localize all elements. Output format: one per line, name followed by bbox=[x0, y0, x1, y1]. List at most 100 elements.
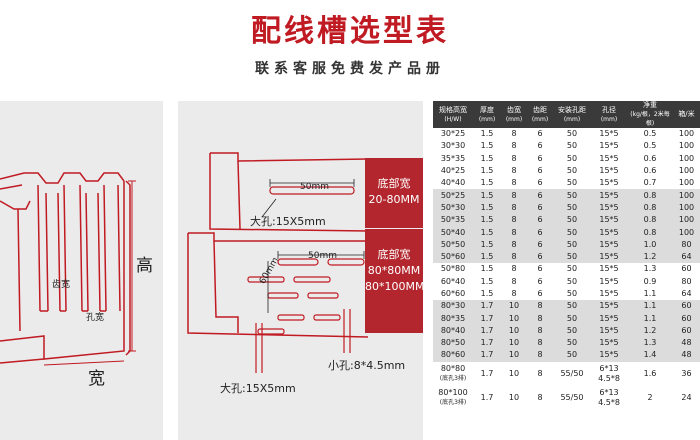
cell-mount: 50 bbox=[553, 300, 591, 313]
cell-value: 55/50 bbox=[560, 392, 584, 402]
cell-value: 1.5 bbox=[480, 264, 494, 274]
cell-tooth: 8 bbox=[501, 189, 527, 202]
cell-value: 6 bbox=[537, 289, 543, 298]
cell-value: 0.5 bbox=[643, 129, 657, 139]
cell-value: 50 bbox=[566, 215, 578, 225]
cell-value: 1.5 bbox=[480, 141, 494, 151]
cell-value: 50 bbox=[566, 153, 578, 163]
cell-value: 15*5 bbox=[599, 350, 619, 360]
page-subtitle: 联系客服免费发产品册 bbox=[255, 61, 445, 77]
cell-mount: 50 bbox=[553, 250, 591, 264]
cell-hole: 15*5 bbox=[591, 214, 627, 227]
cell-mount: 50 bbox=[553, 337, 591, 350]
cell-value: 0.6 bbox=[643, 166, 657, 176]
cell-weight: 0.9 bbox=[627, 275, 673, 288]
cell-mount: 50 bbox=[553, 275, 591, 288]
cell-value: 8 bbox=[537, 313, 543, 323]
cell-value: 100 bbox=[678, 129, 695, 139]
cell-value: 8 bbox=[511, 190, 517, 200]
cell-value: 8 bbox=[511, 276, 517, 286]
cell-value: 80*50 bbox=[440, 338, 466, 348]
bottom-width-label: 底部宽 bbox=[377, 177, 411, 190]
cell-thick: 1.5 bbox=[473, 128, 501, 141]
cell-value: 60*60 bbox=[440, 289, 466, 298]
cell-value: 100 bbox=[678, 202, 695, 212]
cell-pitch: 6 bbox=[527, 140, 553, 153]
cell-value: 15*5 bbox=[599, 227, 619, 237]
cell-mount: 50 bbox=[553, 226, 591, 239]
cell-value: 60*40 bbox=[440, 276, 466, 286]
cell-tooth: 8 bbox=[501, 238, 527, 251]
cell-spec: 60*40 bbox=[433, 275, 473, 288]
cell-value: 60 bbox=[681, 264, 692, 274]
cell-value: 1.3 bbox=[643, 264, 657, 274]
cell-spec: 50*25 bbox=[433, 189, 473, 202]
cell-value: 1.3 bbox=[643, 338, 657, 348]
cell-value: 10 bbox=[508, 350, 520, 360]
cell-box: 48 bbox=[673, 337, 700, 350]
cell-value: 1.5 bbox=[480, 190, 494, 200]
page-title: 配线槽选型表 bbox=[251, 14, 449, 49]
cell-thick: 1.5 bbox=[473, 263, 501, 276]
column-header-label: 净重 bbox=[643, 101, 657, 109]
cell-note: (底孔3排) bbox=[439, 398, 467, 406]
column-header: 规格高宽(H/W) bbox=[433, 101, 473, 128]
cell-value: 0.5 bbox=[643, 141, 657, 151]
cell-value: 1.0 bbox=[643, 239, 657, 249]
cell-value: 15*5 bbox=[599, 202, 619, 212]
cell-weight: 1.0 bbox=[627, 238, 673, 251]
cell-box: 24 bbox=[673, 385, 700, 410]
bottom-width-range-1: 20-80MM bbox=[368, 193, 420, 206]
cell-tooth: 10 bbox=[501, 361, 527, 386]
cell-thick: 1.5 bbox=[473, 140, 501, 153]
cell-box: 100 bbox=[673, 226, 700, 239]
cell-value: 1.2 bbox=[643, 325, 657, 335]
wire-duct-front-diagram bbox=[0, 172, 136, 366]
cell-value: 1.1 bbox=[643, 313, 657, 323]
cell-value: 1.7 bbox=[480, 313, 494, 323]
cell-value: 6 bbox=[537, 153, 543, 163]
tooth-width-label: 齿宽 bbox=[52, 280, 71, 290]
cell-hole: 15*5 bbox=[591, 177, 627, 190]
cell-value: 64 bbox=[681, 252, 692, 262]
column-header-label: 厚度 bbox=[480, 105, 494, 114]
cell-pitch: 8 bbox=[527, 337, 553, 350]
cell-weight: 1.1 bbox=[627, 300, 673, 313]
cell-hole: 15*5 bbox=[591, 226, 627, 239]
cell-pitch: 6 bbox=[527, 263, 553, 276]
bottom-width-range-2b: 80*100MM bbox=[365, 280, 425, 293]
cell-value: 1.5 bbox=[480, 153, 494, 163]
cell-tooth: 8 bbox=[501, 287, 527, 301]
cell-spec: 80*50 bbox=[433, 337, 473, 350]
cell-value: 1.7 bbox=[480, 325, 494, 335]
cell-thick: 1.5 bbox=[473, 152, 501, 165]
cell-value: 50 bbox=[566, 227, 578, 237]
cell-box: 100 bbox=[673, 189, 700, 202]
cell-value: 1.7 bbox=[480, 392, 494, 402]
cell-value: 0.8 bbox=[643, 215, 657, 225]
column-header-unit: (mm) bbox=[563, 115, 581, 123]
cell-value: 80*40 bbox=[440, 325, 466, 335]
cell-hole: 15*5 bbox=[591, 287, 627, 301]
cell-value: 15*5 bbox=[599, 215, 619, 225]
cell-value: 24 bbox=[681, 392, 692, 402]
cell-hole: 15*5 bbox=[591, 128, 627, 141]
cell-thick: 1.5 bbox=[473, 238, 501, 251]
cell-box: 100 bbox=[673, 164, 700, 178]
cell-thick: 1.7 bbox=[473, 385, 501, 410]
cell-value: 50*35 bbox=[440, 215, 466, 225]
cell-value: 8 bbox=[537, 368, 543, 378]
cell-pitch: 6 bbox=[527, 226, 553, 239]
cell-value: 6 bbox=[537, 252, 543, 262]
column-header-unit: (kg/根，2米每根) bbox=[630, 111, 670, 127]
length-50mm-top-label: 50mm bbox=[300, 182, 329, 192]
